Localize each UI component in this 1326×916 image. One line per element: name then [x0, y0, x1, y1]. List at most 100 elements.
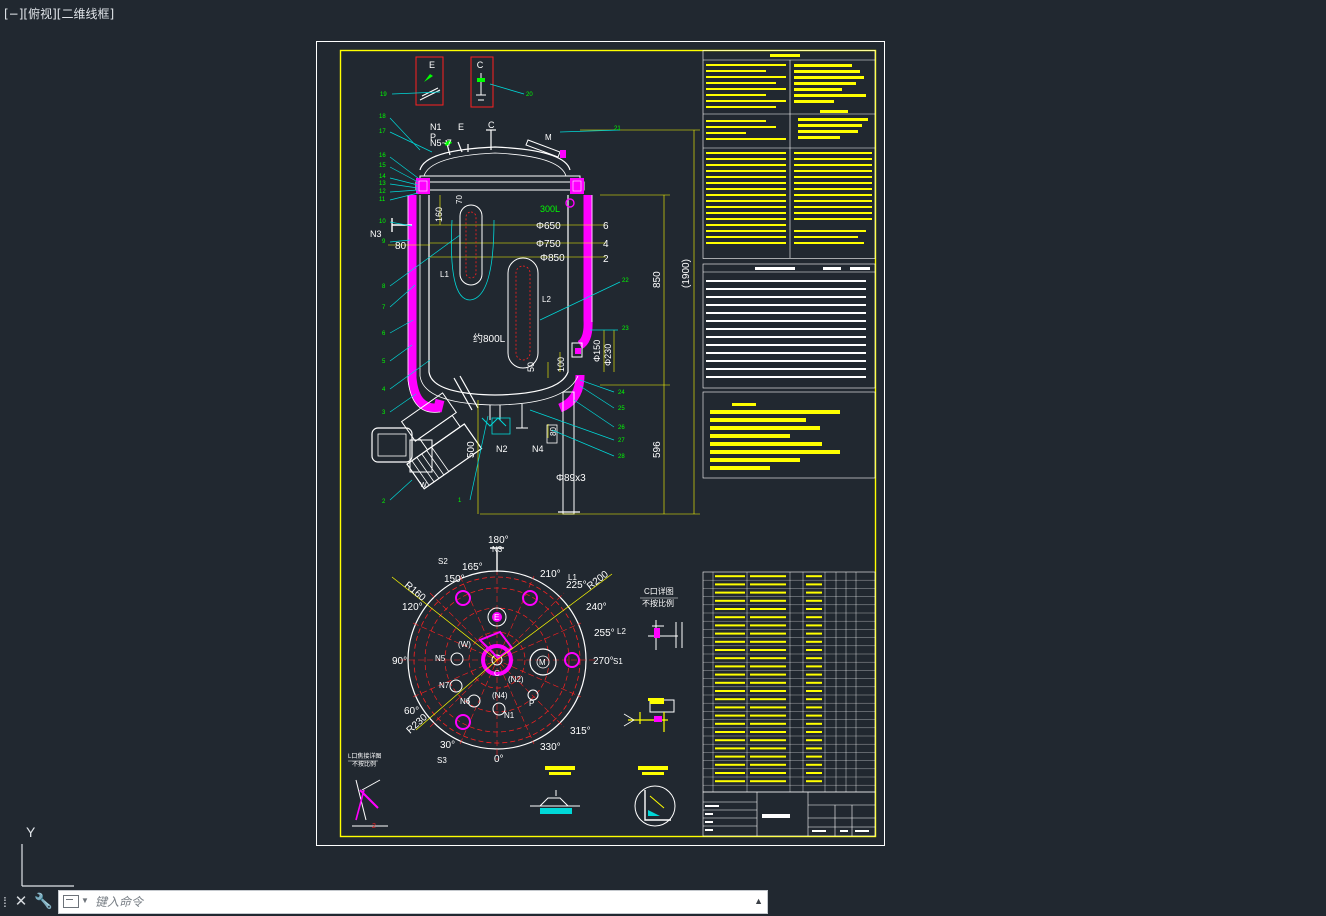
svg-text:N3: N3 [492, 545, 503, 554]
dim-phi750: Φ750 [536, 239, 561, 250]
bom-row-text [806, 763, 822, 766]
command-history-up-icon[interactable]: ▲ [754, 896, 763, 906]
bom-row-text [806, 772, 822, 774]
nozzle-c-label: C [488, 120, 495, 130]
close-command-line-icon[interactable]: ✕ [14, 893, 28, 910]
sight-l2-label: L2 [542, 295, 551, 304]
bom-row-text [750, 616, 786, 619]
bom-row-text [806, 698, 822, 701]
detail-c: C 20 [470, 56, 533, 108]
bom-row-text [806, 681, 822, 684]
bom-row-text [715, 681, 745, 684]
svg-text:18: 18 [379, 114, 386, 120]
command-prompt-icon[interactable] [63, 895, 79, 908]
bom-row-text [806, 640, 822, 643]
bom-row-text [750, 722, 786, 725]
bom-row-text [806, 616, 822, 619]
bom-row-text [806, 665, 822, 668]
bom-row-text [715, 616, 745, 619]
svg-text:315°: 315° [570, 726, 591, 737]
svg-text:(W): (W) [458, 640, 471, 649]
detail-e-label: E [429, 60, 435, 70]
svg-text:N6: N6 [460, 697, 471, 706]
svg-text:17: 17 [379, 129, 386, 135]
command-input-box[interactable]: ▼ ▲ [58, 890, 768, 914]
nozzle-n4-label: N4 [532, 444, 544, 454]
bom-row-text [750, 763, 786, 766]
nozzle-e-label: E [458, 122, 464, 132]
bom-row-text [715, 591, 745, 594]
viewport-controls: [−][俯视][二维线框] [4, 5, 114, 22]
vessel-plan [391, 547, 613, 760]
svg-text:15: 15 [379, 163, 386, 169]
dim-1900: (1900) [681, 259, 692, 288]
svg-text:25: 25 [618, 406, 625, 412]
bom-row-text [806, 591, 822, 594]
bom-row-text [806, 649, 822, 651]
svg-text:M: M [539, 658, 546, 667]
recent-commands-chevron-icon[interactable]: ▼ [81, 896, 89, 905]
dim-tag-2: 2 [603, 254, 609, 265]
dim-500: 500 [466, 441, 477, 458]
bom-row-text [715, 624, 745, 627]
bom-row-text [750, 747, 786, 750]
bom-row-text [806, 714, 822, 717]
svg-text:270°: 270° [593, 656, 614, 667]
dim-50: 50 [526, 362, 536, 372]
bom-row-text [715, 747, 745, 750]
volume-800l: 约800L [473, 332, 506, 345]
bom-row-text [806, 583, 822, 586]
bom-row-text [715, 608, 745, 610]
svg-text:6: 6 [382, 331, 386, 337]
nozzle-p-label: P [430, 132, 436, 142]
bom-row-text [806, 722, 822, 725]
svg-text:12: 12 [379, 189, 386, 195]
bom-row-text [806, 739, 822, 742]
bom-row-text [715, 657, 745, 660]
bom-row-text [750, 624, 786, 627]
svg-text:S2: S2 [438, 557, 448, 566]
bom-row-text [715, 599, 745, 602]
bom-parts-list [702, 571, 876, 793]
view-cube-menu-top[interactable]: [俯视] [23, 7, 57, 21]
bom-row-text [750, 632, 786, 635]
svg-text:30°: 30° [440, 740, 455, 751]
svg-text:P: P [529, 699, 534, 708]
bom-row-text [715, 698, 745, 701]
grip-handle-icon[interactable]: ⁞ [3, 894, 7, 910]
leader-20: 20 [526, 92, 533, 98]
bom-row-text [806, 599, 822, 602]
bom-row-text [750, 673, 786, 676]
bom-row-text [806, 755, 822, 758]
svg-text:N1: N1 [504, 711, 515, 720]
svg-text:165°: 165° [462, 562, 483, 573]
bom-row-text [750, 780, 786, 783]
svg-text:13: 13 [379, 181, 386, 187]
visual-style-menu[interactable]: [二维线框] [56, 7, 115, 21]
viewport-menu-button[interactable]: [−] [4, 7, 24, 21]
svg-text:16: 16 [379, 153, 386, 159]
bom-row-text [806, 731, 822, 733]
bom-row-text [715, 780, 745, 783]
bom-row-text [806, 608, 822, 610]
bom-row-text [806, 657, 822, 660]
detail-l-title: L口焦接详图 [348, 752, 381, 760]
svg-text:120°: 120° [402, 602, 423, 613]
nozzle-n5-7-label: N5~7 [430, 138, 452, 148]
bom-row-text [806, 624, 822, 627]
svg-text:4: 4 [382, 387, 386, 393]
bom-row-text [806, 632, 822, 635]
svg-text:23: 23 [622, 326, 629, 332]
nozzle-n3-label: N3 [370, 229, 382, 239]
bom-row-text [715, 575, 745, 578]
bom-row-text [750, 772, 786, 774]
dim-596: 596 [652, 441, 663, 458]
svg-text:L2: L2 [617, 627, 626, 636]
radius-r200: R200 [585, 569, 611, 593]
command-input[interactable] [95, 891, 735, 913]
drawing-frame [339, 49, 877, 838]
customize-wrench-icon[interactable]: 🔧 [34, 893, 53, 910]
elevation-labels: N1 P N5~7 E C M Φ650 Φ750 Φ850 6 4 2 80 … [370, 120, 692, 489]
dim-phi650: Φ650 [536, 221, 561, 232]
